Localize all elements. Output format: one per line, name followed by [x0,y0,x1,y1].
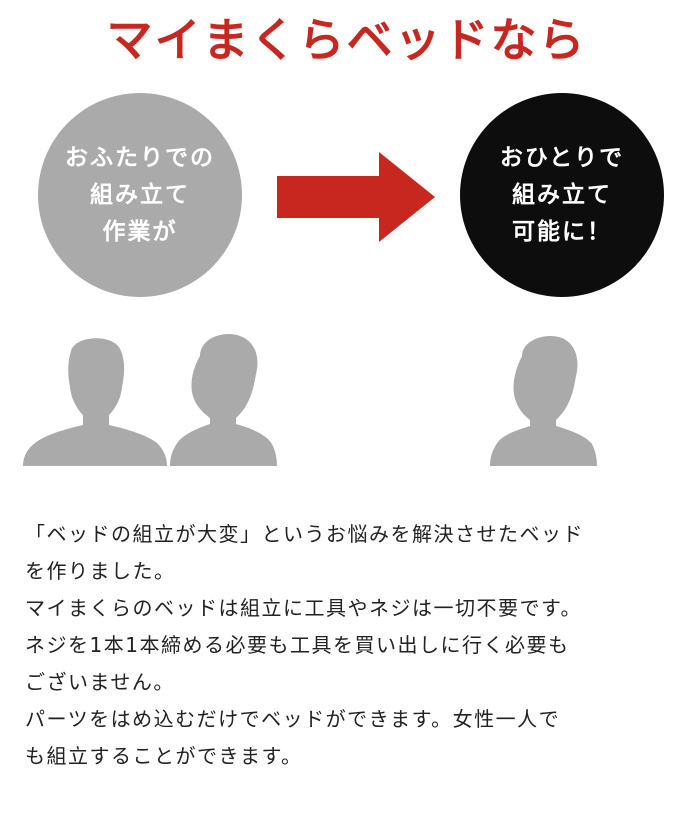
after-circle: おひとりで 組み立て 可能に！ [460,93,664,297]
description-line: を作りました。 [25,559,176,583]
after-line: 可能に！ [512,218,612,245]
before-line: 作業が [102,218,178,245]
description-line: も組立することができます。 [25,744,303,768]
after-line: おひとりで [499,144,625,171]
headline: マイまくらベッドなら [106,13,587,67]
description-line: マイまくらのベッドは組立に工具やネジは一切不要です。 [25,596,582,620]
description: 「ベッドの組立が大変」というお悩みを解決させたベッド を作りました。 マイまくら… [25,516,680,775]
before-line: おふたりでの [65,144,215,171]
person-silhouette-shape [170,334,277,466]
after-line: 組み立て [512,181,612,208]
description-line: 「ベッドの組立が大変」というお悩みを解決させたベッド [25,522,584,546]
before-line: 組み立て [90,181,190,208]
person-silhouette-shape [490,336,597,466]
person-silhouette-icon [490,336,597,466]
person-silhouette-icon [23,338,167,466]
description-line: ネジを1本1本締める必要も工具を買い出しに行く必要も [25,633,570,657]
description-line: ございません。 [25,670,175,694]
person-silhouette-icon [170,334,277,466]
description-line: パーツをはめ込むだけでベッドができます。女性一人で [25,707,561,731]
before-circle: おふたりでの 組み立て 作業が [38,93,242,297]
right-arrow-icon [277,152,435,242]
person-silhouette-shape [23,338,167,466]
arrow-shape [277,152,435,242]
